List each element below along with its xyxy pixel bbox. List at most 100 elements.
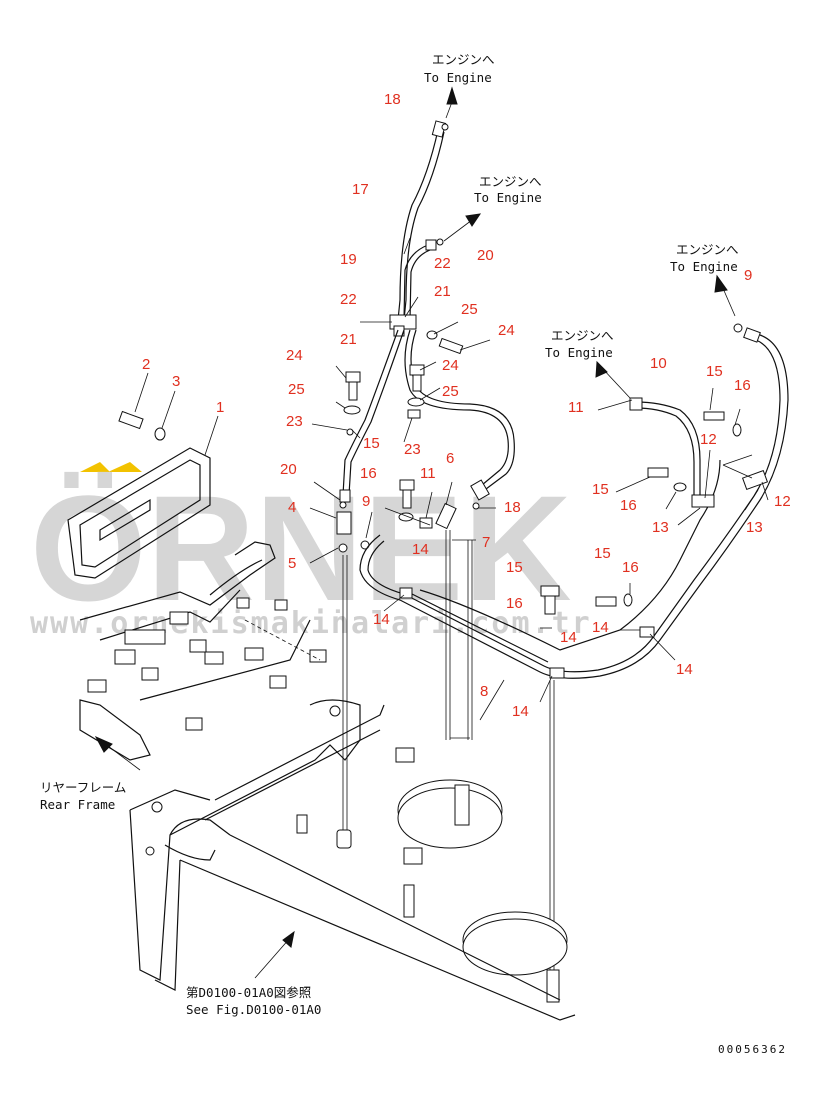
fitting-4 xyxy=(336,511,352,535)
hose-loop xyxy=(404,329,509,486)
bolt-24b xyxy=(409,364,425,376)
arrow-see-fig xyxy=(282,930,295,948)
callout-25-top: 25 xyxy=(461,301,478,318)
callout-11-right: 11 xyxy=(568,399,584,416)
bolt-15b xyxy=(647,467,669,478)
bolt-15d xyxy=(595,596,617,607)
callout-10: 10 xyxy=(650,355,667,372)
callout-1: 1 xyxy=(216,399,224,416)
fitting-6 xyxy=(435,502,457,530)
note-to-engine-jp-1: エンジンへ xyxy=(432,52,495,67)
callout-15-lower: 15 xyxy=(594,545,611,562)
callout-25-mid: 25 xyxy=(442,383,459,400)
arrow-to-engine-1 xyxy=(446,86,458,105)
callout-16-center: 16 xyxy=(506,595,523,612)
note-see-fig-jp: 第D0100-01A0図参照 xyxy=(186,985,311,1000)
callout-14-lower: 14 xyxy=(592,619,609,636)
hose-17 xyxy=(397,129,439,321)
callout-22-left: 22 xyxy=(340,291,357,308)
callout-7: 7 xyxy=(482,534,490,551)
clamp-12b xyxy=(741,469,769,491)
drawing-id: 00056362 xyxy=(718,1043,787,1056)
callout-24-left: 24 xyxy=(286,347,303,364)
callout-24-mid: 24 xyxy=(442,357,459,374)
washer-25c xyxy=(426,330,438,340)
callout-8: 8 xyxy=(480,683,488,700)
note-rear-frame-jp: リヤーフレーム xyxy=(40,780,126,795)
washer-25a xyxy=(343,405,361,415)
callout-14-mid: 14 xyxy=(412,541,429,558)
callout-6: 6 xyxy=(446,450,454,467)
callout-16-right: 16 xyxy=(734,377,751,394)
callout-16-lower: 16 xyxy=(622,559,639,576)
callout-3: 3 xyxy=(172,373,180,390)
note-rear-frame-en: Rear Frame xyxy=(40,797,115,812)
callout-11-mid: 11 xyxy=(420,465,436,482)
callout-19: 19 xyxy=(340,251,357,268)
callout-4: 4 xyxy=(288,499,296,516)
callout-12-left: 12 xyxy=(700,431,717,448)
callout-17: 17 xyxy=(352,181,369,198)
note-see-fig-en: See Fig.D0100-01A0 xyxy=(186,1002,321,1017)
callout-23-left: 23 xyxy=(286,413,303,430)
clamp-23 xyxy=(407,409,421,419)
note-to-engine-jp-3: エンジンへ xyxy=(676,242,739,257)
cover-1 xyxy=(67,447,211,579)
note-to-engine-en-3: To Engine xyxy=(670,259,738,274)
arrow-to-engine-3 xyxy=(714,274,728,293)
callout-16-left: 16 xyxy=(620,497,637,514)
callout-20-top: 20 xyxy=(477,247,494,264)
callout-25-left: 25 xyxy=(288,381,305,398)
callout-5: 5 xyxy=(288,555,296,572)
bolt-24c xyxy=(438,337,464,355)
callout-18-mid: 18 xyxy=(504,499,521,516)
note-to-engine-jp-2: エンジンへ xyxy=(479,174,542,189)
watermark-accent xyxy=(80,462,110,472)
callout-13-right: 13 xyxy=(746,519,763,536)
callout-14-left: 14 xyxy=(373,611,390,628)
arrow-rear-frame xyxy=(94,735,113,753)
note-to-engine-en-2: To Engine xyxy=(474,190,542,205)
clamp-14a xyxy=(399,587,413,599)
callout-15-left: 15 xyxy=(592,481,609,498)
bolt-24a xyxy=(345,371,361,383)
hose-left-down xyxy=(342,329,399,496)
callout-21-right: 21 xyxy=(434,283,451,300)
line-art xyxy=(67,120,789,1021)
callouts: 18 17 20 22 19 21 22 21 25 24 24 24 25 2… xyxy=(142,91,791,720)
callout-20-left: 20 xyxy=(280,461,297,478)
clamp-12a xyxy=(691,494,715,508)
callout-14-center: 14 xyxy=(560,629,577,646)
clamp-14c xyxy=(639,626,655,638)
hose-8 xyxy=(359,334,789,679)
washer-3 xyxy=(154,427,166,441)
bolt-15a xyxy=(703,411,725,421)
note-to-engine-jp-4: エンジンへ xyxy=(551,328,614,343)
watermark-url: www.orneki̇smaki̇nalari.com.tr xyxy=(30,606,592,641)
hose-19 xyxy=(403,244,429,321)
callout-15-right: 15 xyxy=(706,363,723,380)
hose-10 xyxy=(635,401,701,500)
callout-14-right: 14 xyxy=(676,661,693,678)
washer-16a xyxy=(732,423,742,437)
note-to-engine-en-1: To Engine xyxy=(424,70,492,85)
callout-23-mid: 23 xyxy=(404,441,421,458)
notes: エンジンへ To Engine エンジンへ To Engine エンジンへ To… xyxy=(40,52,787,1056)
callout-14-bottom: 14 xyxy=(512,703,529,720)
note-to-engine-en-4: To Engine xyxy=(545,345,613,360)
callout-18-top: 18 xyxy=(384,91,401,108)
washer-16b xyxy=(673,482,687,492)
callout-12-right: 12 xyxy=(774,493,791,510)
arrow-to-engine-2 xyxy=(465,213,482,227)
bolt-2 xyxy=(118,410,144,430)
callout-15-center: 15 xyxy=(506,559,523,576)
callout-24-right: 24 xyxy=(498,322,515,339)
callout-16-mid: 16 xyxy=(360,465,377,482)
arrow-to-engine-4 xyxy=(595,360,608,378)
rear-frame xyxy=(129,809,231,981)
callout-21-left: 21 xyxy=(340,331,357,348)
callout-13-left: 13 xyxy=(652,519,669,536)
bolt-16a xyxy=(399,479,415,491)
